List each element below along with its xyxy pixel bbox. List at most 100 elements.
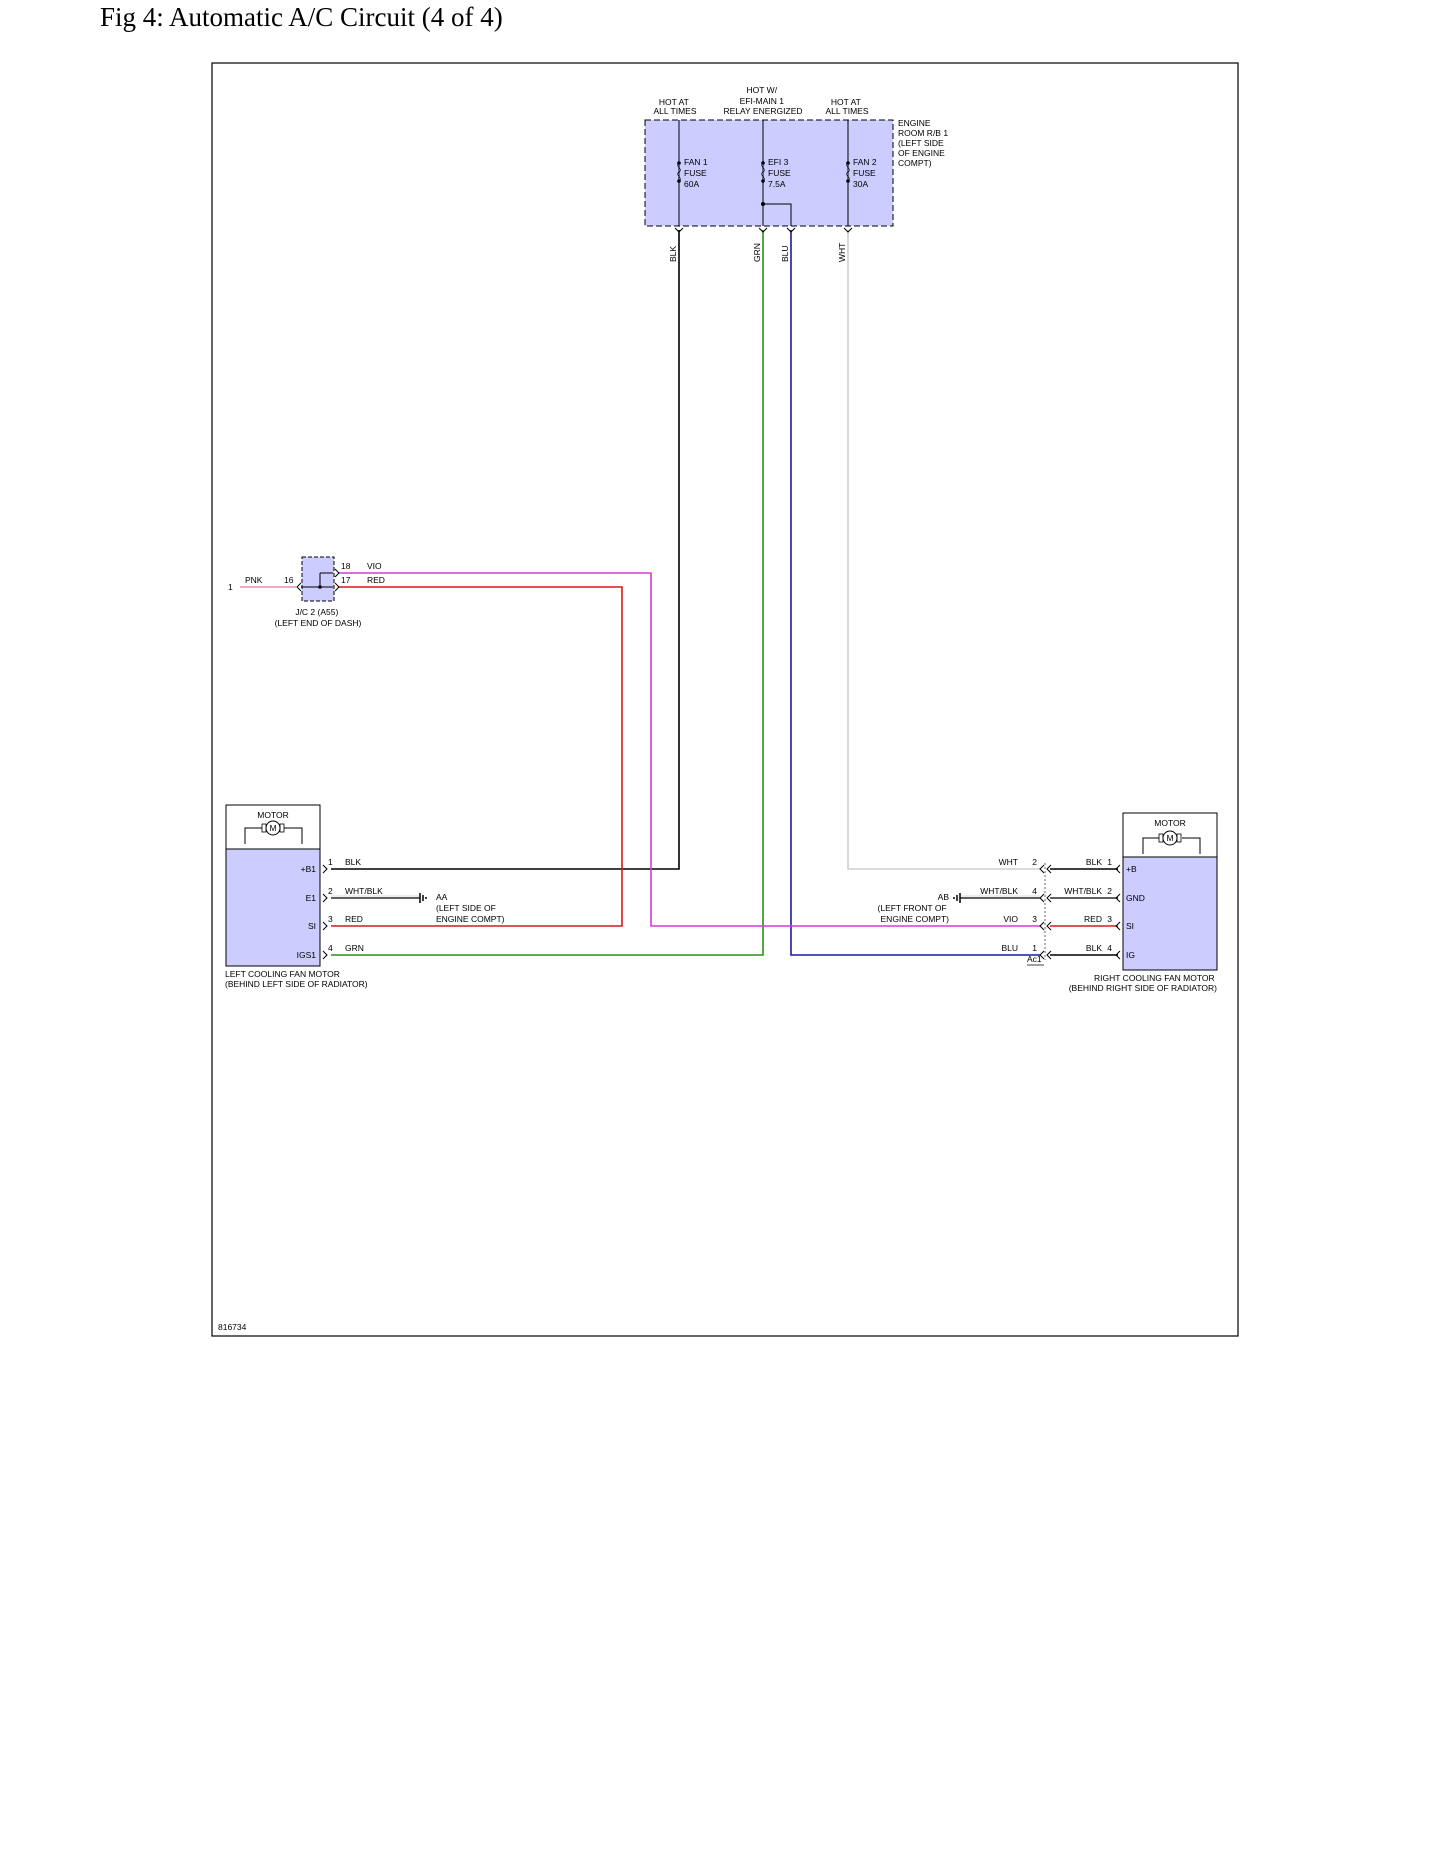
right-motor-wire-wht-blk: WHT/BLK <box>1064 886 1102 896</box>
right-motor-wire-blk-ig: BLK <box>1086 943 1102 953</box>
junction-out-chevron <box>334 582 340 592</box>
fuse-label-fan1: FAN 1 FUSE 60A <box>684 157 710 189</box>
right-motor-body <box>1122 856 1218 971</box>
junction-in-color: PNK <box>245 575 263 585</box>
fuse-node <box>846 179 850 183</box>
fuse-label-fan2: FAN 2 FUSE 30A <box>853 157 879 189</box>
efi3-branch-node <box>761 202 765 206</box>
fuse-node <box>677 179 681 183</box>
ac1-pin-1: 1 <box>1032 943 1037 953</box>
motor-symbol-lead <box>1142 837 1201 854</box>
motor-symbol-lead <box>244 827 303 844</box>
motor-symbol-brush <box>1158 833 1164 843</box>
junction-bus <box>301 572 333 588</box>
left-pin-4: 4 <box>328 943 333 953</box>
connector-chevron <box>674 227 684 233</box>
motor-symbol-brush <box>279 823 285 833</box>
ground-ab-label: (LEFT FRONT OF ENGINE COMPT) <box>878 903 950 924</box>
motor-symbol-brush <box>261 823 267 833</box>
left-motor-symbol: M <box>244 820 303 844</box>
right-motor-symbol: M <box>1142 830 1201 854</box>
ground-ab-symbol <box>953 893 961 903</box>
junction-out-color-vio: VIO <box>367 561 382 571</box>
right-motor-chevron <box>1115 864 1121 874</box>
fuse-symbol-fan2 <box>846 162 850 182</box>
diagram-frame <box>211 62 1239 1337</box>
motor-symbol-circle <box>1162 830 1178 846</box>
ac1-wire-wht-blk: WHT/BLK <box>980 886 1018 896</box>
connector-ac1: 2 4 3 1 WHT WHT/BLK VIO BLU Ac1 <box>980 857 1052 966</box>
connector-ac1-chevron <box>1039 864 1052 874</box>
fuse-label-efi3: EFI 3 FUSE 7.5A <box>768 157 793 189</box>
header-fan1: HOT AT ALL TIMES <box>654 97 697 116</box>
motor-symbol-brush <box>1176 833 1182 843</box>
wire-blu-efi3 <box>790 230 1040 956</box>
junction-in-chevron <box>296 582 302 592</box>
ac1-pin-4: 4 <box>1032 886 1037 896</box>
junction-in-pin: 1 <box>228 582 233 592</box>
ground-ab-id: AB <box>938 892 950 902</box>
fuse-node <box>761 161 765 165</box>
left-connector-chevron <box>322 921 328 931</box>
left-motor-caption: LEFT COOLING FAN MOTOR (BEHIND LEFT SIDE… <box>225 969 368 989</box>
connector-ac1-chevron <box>1039 950 1052 960</box>
ac1-pin-3: 3 <box>1032 914 1037 924</box>
wire-label-blu-vertical: BLU <box>780 245 790 262</box>
motor-symbol-m: M <box>1166 833 1173 843</box>
connector-ac1-chevron <box>1039 921 1052 931</box>
fuse-node <box>846 161 850 165</box>
left-motor-terminal-si: SI <box>308 921 316 931</box>
left-connector-chevron <box>322 864 328 874</box>
ac1-wire-wht: WHT <box>999 857 1018 867</box>
left-connector-chevron <box>322 893 328 903</box>
connector-chevron <box>758 227 768 233</box>
wire-wht-fan2 <box>847 230 1040 870</box>
wire-label-wht-vertical: WHT <box>837 243 847 262</box>
efi3-branch <box>763 203 792 226</box>
wire-grn-efi3 <box>331 230 764 956</box>
right-motor-terminal-b: +B <box>1126 864 1137 874</box>
left-motor-terminal-b1: +B1 <box>301 864 317 874</box>
left-wire-label-red: RED <box>345 914 363 924</box>
relay-box: HOT AT ALL TIMES HOT W/ EFI-MAIN 1 RELAY… <box>644 85 950 262</box>
page-title: Fig 4: Automatic A/C Circuit (4 of 4) <box>100 2 503 32</box>
left-motor-body <box>225 848 321 967</box>
header-efi3: HOT W/ EFI-MAIN 1 RELAY ENERGIZED <box>723 85 802 116</box>
fuse-node <box>761 179 765 183</box>
junction-jc2: 1 PNK 16 18 17 VIO RED J/C 2 (A55) (LEFT… <box>228 556 385 628</box>
junction-out-pin-18: 18 <box>341 561 351 571</box>
right-cooling-fan-motor: MOTOR M +B GND SI IG 1 2 3 4 BLK WHT/BLK… <box>1064 812 1218 993</box>
junction-label: J/C 2 (A55) (LEFT END OF DASH) <box>275 607 362 628</box>
left-wire-label-blk: BLK <box>345 857 361 867</box>
left-pin-3: 3 <box>328 914 333 924</box>
wire-blk-fan1 <box>331 230 680 870</box>
left-wire-label-grn: GRN <box>345 943 364 953</box>
ground-aa: AA (LEFT SIDE OF ENGINE COMPT) <box>419 892 505 924</box>
right-motor-pin-3: 3 <box>1107 914 1112 924</box>
right-motor-pin-1: 1 <box>1107 857 1112 867</box>
right-motor-chevron <box>1115 921 1121 931</box>
junction-out-chevron <box>334 568 340 578</box>
wire-label-blk-vertical: BLK <box>668 246 678 262</box>
junction-out-color-red: RED <box>367 575 385 585</box>
ground-ab: AB (LEFT FRONT OF ENGINE COMPT) <box>878 892 961 924</box>
right-motor-pin-4: 4 <box>1107 943 1112 953</box>
connector-ac1-chevron <box>1039 893 1052 903</box>
right-motor-wire-blk: BLK <box>1086 857 1102 867</box>
fuse-node <box>677 161 681 165</box>
right-motor-wire-red: RED <box>1084 914 1102 924</box>
right-motor-terminal-ig: IG <box>1126 950 1135 960</box>
ac1-id: Ac1 <box>1027 954 1042 964</box>
fuse-symbol-fan1 <box>677 162 681 182</box>
connector-chevron <box>786 227 796 233</box>
ac1-wire-vio: VIO <box>1003 914 1018 924</box>
relay-box-label: ENGINE ROOM R/B 1 (LEFT SIDE OF ENGINE C… <box>898 118 950 168</box>
right-motor-terminal-si: SI <box>1126 921 1134 931</box>
motor-symbol-m: M <box>269 823 276 833</box>
right-motor-chevron <box>1115 893 1121 903</box>
wire-red-jc <box>331 586 623 927</box>
wires <box>240 230 1118 956</box>
right-motor-chevron <box>1115 950 1121 960</box>
motor-symbol-circle <box>265 820 281 836</box>
ground-aa-label: (LEFT SIDE OF ENGINE COMPT) <box>436 903 505 924</box>
